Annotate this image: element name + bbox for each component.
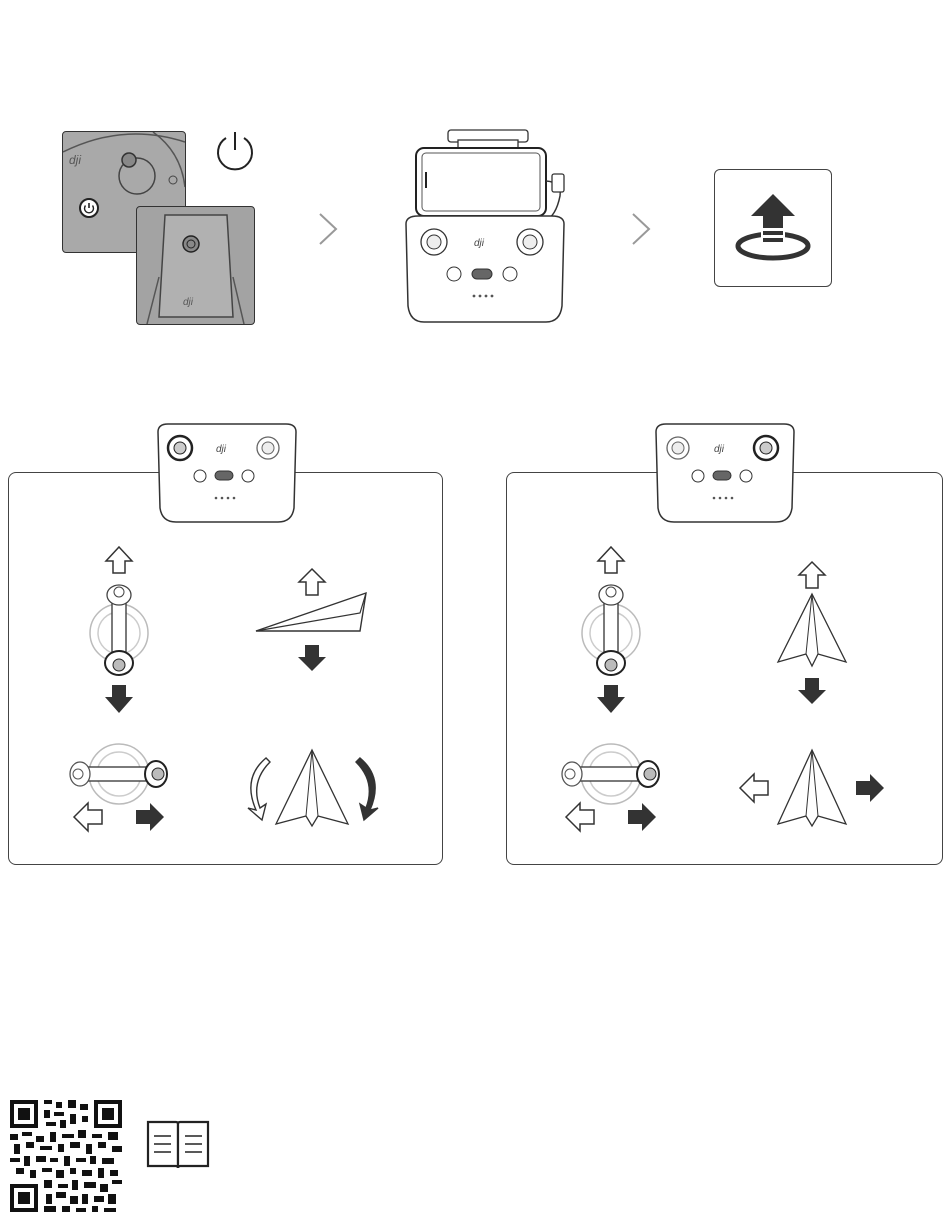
roll-sideways-illustration [738, 748, 888, 833]
svg-text:dji: dji [714, 444, 725, 455]
stick-horizontal-illustration [558, 740, 664, 835]
qr-code-icon[interactable] [10, 1100, 122, 1217]
controller-right-stick-highlighted: dji [650, 418, 800, 531]
chevron-right-icon [318, 212, 338, 251]
svg-text:dji: dji [216, 444, 227, 455]
svg-text:dji: dji [183, 297, 194, 308]
svg-text:dji: dji [69, 153, 81, 167]
stick-horizontal-illustration [66, 740, 172, 835]
throttle-altitude-illustration [250, 565, 370, 680]
controller-left-stick-highlighted: dji [152, 418, 302, 531]
stick-vertical-illustration [78, 545, 162, 720]
auto-takeoff-icon [715, 170, 831, 286]
controller-with-phone: dji [400, 126, 575, 331]
battery-illustration: dji [137, 207, 254, 324]
yaw-rotation-illustration [238, 748, 388, 833]
stick-vertical-illustration [570, 545, 654, 720]
power-symbol-icon [214, 130, 256, 177]
pitch-forward-illustration [772, 558, 852, 713]
auto-takeoff-button [714, 169, 832, 287]
open-book-icon[interactable] [146, 1118, 210, 1177]
aircraft-battery-photo: dji [136, 206, 255, 325]
chevron-right-icon [631, 212, 651, 251]
svg-text:dji: dji [474, 238, 485, 249]
